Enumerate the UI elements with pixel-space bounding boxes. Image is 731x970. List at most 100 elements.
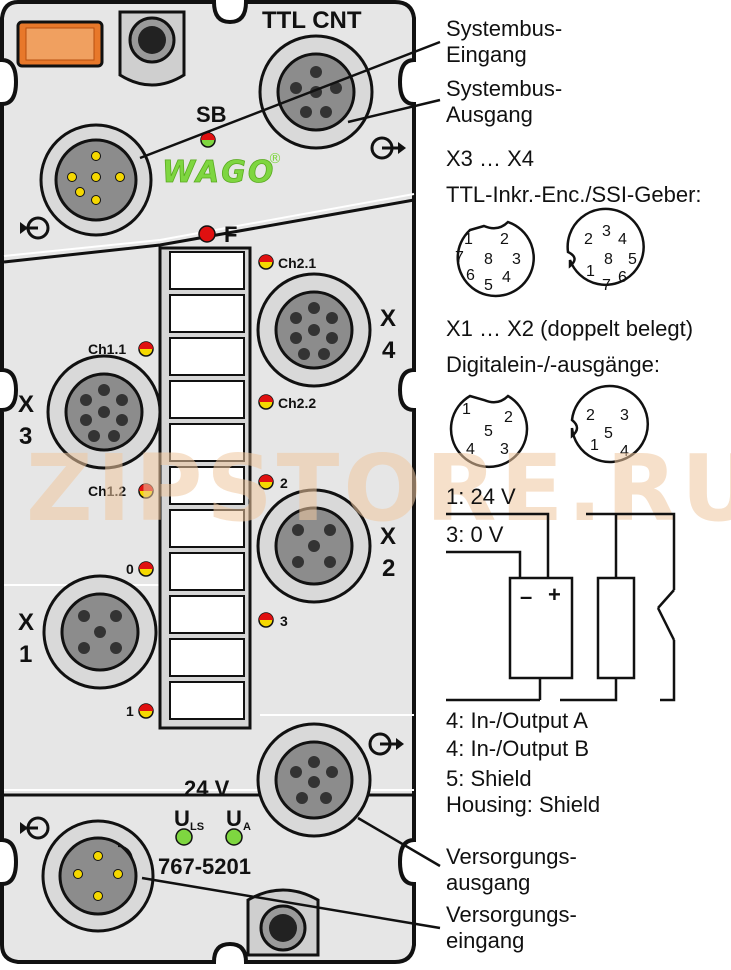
x1-connector	[42, 574, 158, 690]
svg-text:3: 3	[512, 251, 521, 268]
input-arrow-icon	[20, 216, 50, 240]
marker-cell	[169, 294, 245, 333]
svg-text:5: 5	[604, 425, 613, 442]
svg-text:Systembus-: Systembus-	[446, 16, 562, 41]
svg-text:4: 4	[620, 443, 629, 460]
marker-cell	[169, 595, 245, 634]
x4-letter: X	[380, 305, 396, 332]
supply-output-arrow-icon	[368, 732, 404, 756]
svg-text:1: 1	[464, 231, 473, 248]
svg-text:1: 1	[126, 703, 134, 719]
marker-cell	[169, 638, 245, 677]
svg-text:3: 3	[602, 223, 611, 240]
svg-text:4: 4	[618, 231, 627, 248]
callout-supply-output: Versorgungs- ausgang	[446, 844, 577, 895]
x2-letter: X	[380, 523, 396, 550]
bottom-screw-icon	[246, 888, 320, 957]
systembus-output-connector	[258, 34, 374, 150]
uls-label: U	[174, 806, 190, 831]
pinout-dio-left: 1 2 3 4 5	[449, 394, 529, 469]
svg-text:®: ®	[268, 151, 282, 167]
svg-text:1: 1	[590, 437, 599, 454]
x34-title: X3 … X4	[446, 146, 534, 171]
svg-text:1: 1	[586, 263, 595, 280]
svg-text:ausgang: ausgang	[446, 870, 530, 895]
led-ch21: Ch2.1	[258, 254, 316, 271]
pin4a-label: 4: In-/Output A	[446, 708, 588, 733]
x12-description: Digitalein-/-ausgänge:	[446, 352, 660, 377]
ua-sub: A	[243, 821, 251, 833]
device-title: TTL CNT	[262, 7, 362, 34]
x34-description: TTL-Inkr.-Enc./SSI-Geber:	[446, 182, 702, 207]
supply-input-arrow-icon	[20, 816, 50, 840]
svg-text:4: 4	[502, 269, 511, 286]
x12-title: X1 … X2 (doppelt belegt)	[446, 316, 693, 341]
pin5-label: 5: Shield	[446, 766, 532, 791]
svg-text:2: 2	[504, 409, 513, 426]
f-label: F	[224, 222, 237, 247]
top-screw-icon	[118, 10, 186, 87]
svg-text:Ch1.2: Ch1.2	[88, 483, 126, 499]
pinout-encoder-right: 1 2 3 4 5 6 7 8	[566, 207, 645, 294]
marker-cell	[169, 251, 245, 290]
svg-text:7: 7	[602, 277, 611, 294]
svg-text:Ausgang: Ausgang	[446, 102, 533, 127]
svg-text:3: 3	[620, 407, 629, 424]
systembus-input-connector	[39, 123, 153, 237]
pin3-label: 3: 0 V	[446, 522, 504, 547]
x3-connector	[46, 354, 162, 470]
uls-led	[175, 828, 193, 846]
marker-strip	[158, 246, 252, 730]
led-ch22: Ch2.2	[258, 394, 316, 411]
marker-cell	[169, 552, 245, 591]
voltage-label: 24 V	[184, 776, 230, 801]
minus-sign: –	[520, 584, 532, 609]
x1-letter: X	[18, 609, 34, 636]
svg-text:2: 2	[280, 475, 288, 491]
marker-cell	[169, 337, 245, 376]
svg-text:2: 2	[500, 231, 509, 248]
wiring-diagram	[446, 512, 676, 702]
svg-text:3: 3	[500, 441, 509, 458]
svg-text:2: 2	[586, 407, 595, 424]
callout-lines	[139, 40, 441, 930]
svg-text:WAGO: WAGO	[162, 155, 275, 190]
svg-text:Ch1.1: Ch1.1	[88, 341, 126, 357]
marker-cell	[169, 380, 245, 419]
part-number: 767-5201	[158, 854, 251, 879]
x3-number: 3	[19, 423, 32, 450]
x1-number: 1	[19, 641, 32, 668]
svg-text:8: 8	[604, 251, 613, 268]
led-1: 1	[126, 703, 154, 719]
supply-output-connector	[256, 722, 372, 838]
pin4b-label: 4: In-/Output B	[446, 736, 589, 761]
housing-label: Housing: Shield	[446, 792, 600, 817]
svg-text:Systembus-: Systembus-	[446, 76, 562, 101]
marker-cell	[169, 423, 245, 462]
wago-logo: WAGO ®	[162, 151, 282, 190]
svg-text:4: 4	[466, 441, 475, 458]
led-ch12: Ch1.2	[88, 483, 154, 499]
marker-cell	[169, 466, 245, 505]
pinout-encoder-left: 1 2 3 4 5 6 7 8	[455, 220, 535, 298]
svg-text:5: 5	[628, 251, 637, 268]
ua-label: U	[226, 806, 242, 831]
svg-text:2: 2	[584, 231, 593, 248]
pinout-dio-right: 1 2 3 4 5	[570, 384, 649, 464]
x2-connector	[256, 488, 372, 604]
led-0: 0	[126, 561, 154, 577]
svg-text:6: 6	[618, 269, 627, 286]
svg-text:Versorgungs-: Versorgungs-	[446, 902, 577, 927]
pin1-label: 1: 24 V	[446, 484, 516, 509]
svg-text:eingang: eingang	[446, 928, 524, 953]
led-ch11: Ch1.1	[88, 341, 154, 357]
x4-number: 4	[382, 337, 396, 364]
svg-text:6: 6	[466, 267, 475, 284]
led-2: 2	[258, 474, 288, 491]
svg-text:1: 1	[462, 401, 471, 418]
marker-cell	[169, 509, 245, 548]
svg-text:3: 3	[280, 613, 288, 629]
uls-sub: LS	[190, 821, 204, 833]
watermark: ZIPSTORE.RU	[26, 435, 731, 542]
